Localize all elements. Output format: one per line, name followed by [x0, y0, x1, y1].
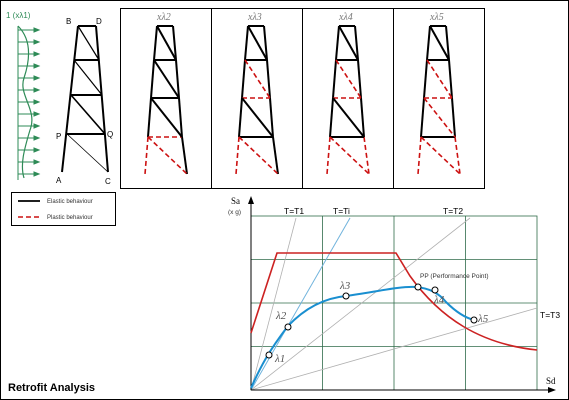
lateral-load-diagram: 1 (xλ1) [6, 11, 41, 180]
y-axis-sub: (x g) [228, 209, 241, 216]
ti-label: T=Ti [333, 206, 350, 216]
lambda-2-point [284, 323, 292, 331]
truss-panel-2: xλ3 [235, 12, 279, 175]
t1-label: T=T1 [284, 206, 304, 216]
truss-panel-1: xλ2 [144, 12, 188, 175]
lambda-5-point [470, 316, 478, 324]
panel-label-4: xλ5 [429, 12, 444, 23]
truss-panel-3: xλ4 [326, 12, 370, 175]
node-q-label: Q [107, 130, 113, 139]
panel-label-3: xλ4 [338, 12, 353, 23]
legend-plastic: Plastic behaviour [47, 215, 93, 221]
node-a-label: A [56, 176, 62, 185]
lambda-3-label: λ3 [339, 280, 351, 292]
lambda-5-label: λ5 [477, 313, 489, 325]
x-axis-label: Sd [546, 376, 556, 386]
lambda-4-label: λ4 [433, 294, 445, 306]
node-d-label: D [96, 17, 102, 26]
node-p-label: P [56, 132, 61, 141]
lambda-1-label: λ1 [274, 353, 285, 365]
panel-label-1: xλ2 [156, 12, 171, 23]
page-title: Retrofit Analysis [8, 382, 96, 394]
panel-label-2: xλ3 [247, 12, 262, 23]
t2-label: T=T2 [443, 206, 463, 216]
performance-point [414, 283, 422, 291]
y-axis-label: Sa [231, 196, 240, 206]
lambda-1-point [265, 351, 273, 359]
t3-label: T=T3 [540, 310, 560, 320]
pp-label: PP (Performance Point) [420, 273, 489, 280]
truss-panel-4: xλ5 [417, 12, 461, 175]
capacity-chart: λ1 λ2 λ3 λ4 λ5 PP (Performance Point) T=… [228, 196, 560, 393]
node-b-label: B [66, 17, 71, 26]
lambda-3-point [342, 292, 350, 300]
lambda-2-label: λ2 [275, 310, 287, 322]
legend: Elastic behaviour Plastic behaviour [11, 192, 116, 226]
lambda-4-point [431, 286, 439, 294]
legend-elastic: Elastic behaviour [47, 199, 93, 205]
load-label: 1 (xλ1) [6, 11, 31, 20]
node-c-label: C [105, 177, 111, 186]
main-truss [61, 25, 109, 173]
